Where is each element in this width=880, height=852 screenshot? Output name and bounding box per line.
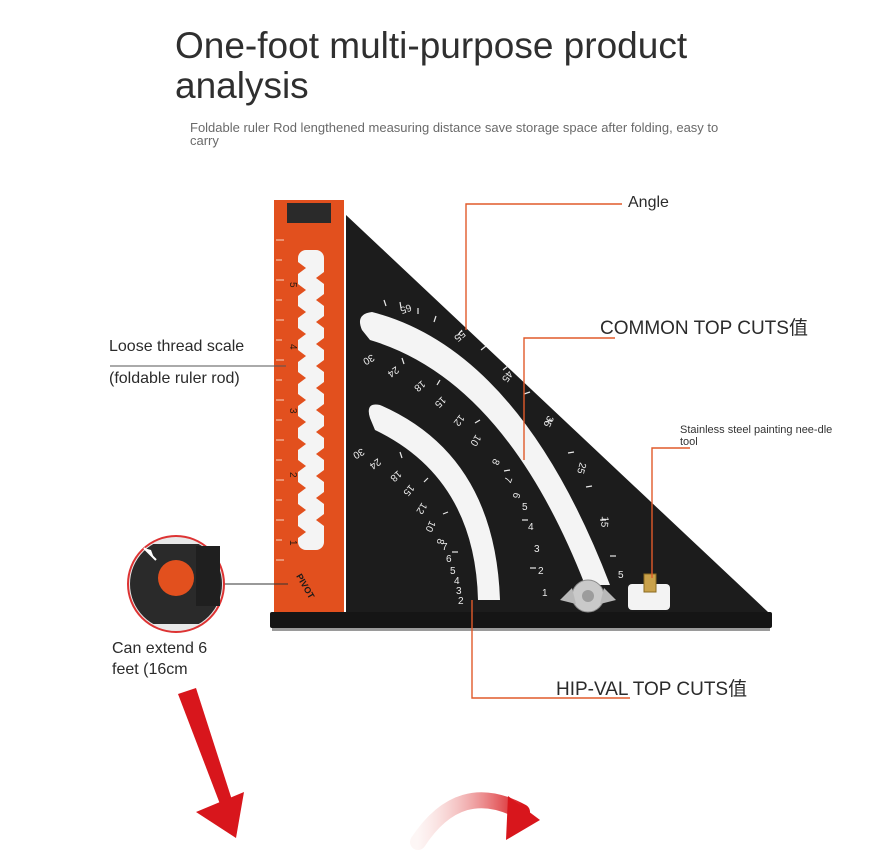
needle-tool (643, 573, 657, 593)
inner-arc-number: 5 (450, 566, 456, 577)
middle-arc-number: 8 (489, 457, 502, 467)
pivot-detail-circle (127, 535, 225, 633)
inner-arc-number: 2 (458, 596, 464, 607)
base-plate (270, 612, 772, 628)
callout-foldable-rod: (foldable ruler rod) (109, 370, 240, 387)
rod-number: 5 (287, 282, 298, 288)
rod-number: 4 (287, 344, 298, 350)
callout-angle: Angle (628, 194, 669, 211)
curved-arrow (410, 792, 540, 850)
outer-arc-number: 65 (398, 301, 413, 315)
inner-arc-number: 10 (422, 519, 437, 534)
outer-arc-number: 35 (540, 414, 555, 429)
inner-arc-number: 7 (442, 542, 448, 553)
rod-number: 1 (287, 540, 298, 546)
callout-hip-val-top-cuts: HIP-VAL TOP CUTS值 (556, 679, 748, 700)
leader-angle (465, 203, 622, 330)
callout-extend-line1: Can extend 6 (112, 640, 208, 657)
middle-arc-number: 30 (360, 351, 376, 366)
outer-slot (359, 312, 610, 585)
outer-arc-number: 25 (574, 461, 588, 475)
middle-arc-number: 1 (542, 588, 548, 599)
outer-arc-number: 15 (598, 516, 610, 528)
inner-arc-number: 8 (434, 537, 446, 546)
leader-common (523, 337, 615, 460)
middle-arc-number: 2 (538, 566, 544, 577)
middle-arc-number: 3 (534, 544, 540, 555)
page-subtitle: Foldable ruler Rod lengthened measuring … (190, 120, 719, 148)
inner-arc-number: 6 (446, 554, 452, 565)
leader-needle (651, 447, 690, 578)
needle-window (628, 584, 670, 610)
inner-arc-number: 4 (454, 576, 460, 587)
callout-common-top-cuts: COMMON TOP CUTS值 (600, 318, 808, 339)
leader-hip-val (471, 600, 630, 699)
outer-arc-number: 5 (618, 570, 624, 581)
inner-arc-number: 3 (456, 586, 462, 597)
rod-number: 2 (287, 472, 298, 478)
middle-arc-number: 4 (528, 522, 534, 533)
triangle-body (346, 215, 768, 612)
callout-extend-line2: feet (16cm (112, 661, 188, 678)
callout-stainless-needle: Stainless steel painting nee-dle tool (680, 424, 833, 448)
inner-arc-number: 30 (350, 445, 366, 460)
inner-slot (368, 404, 500, 600)
callout-loose-thread: Loose thread scale (109, 338, 245, 355)
middle-arc-number: 7 (501, 475, 513, 484)
middle-arc-number: 6 (510, 491, 522, 500)
red-down-arrow (178, 688, 244, 838)
rod-number: 3 (287, 408, 298, 414)
middle-arc-number: 5 (522, 502, 528, 513)
page-title: One-foot multi-purpose product analysis (175, 25, 688, 106)
